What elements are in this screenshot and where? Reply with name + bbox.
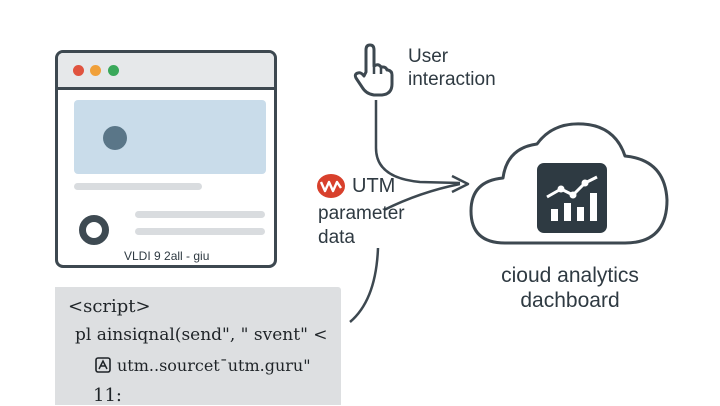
text-line-placeholder (135, 211, 265, 218)
pointing-hand-icon (353, 43, 394, 97)
text-line-placeholder (135, 228, 265, 235)
text-line-placeholder (74, 183, 202, 190)
user-interaction-label-1: User (408, 46, 449, 67)
utm-badge-icon (317, 174, 345, 198)
maximize-dot-icon (108, 65, 119, 76)
minimize-dot-icon (90, 65, 101, 76)
arrow-head-icon (451, 174, 470, 194)
utm-label-1: UTM (352, 175, 396, 197)
code-line-1: <script> (68, 296, 151, 317)
analytics-chart-icon (537, 163, 607, 233)
dashboard-label-1: cioud analytics (501, 264, 639, 287)
code-line-2: pl ainsiqnal(send", " svent" < (75, 325, 328, 345)
utm-label-2: parameter (318, 203, 405, 224)
code-line-4: 11: (93, 385, 122, 406)
code-snippet-box: <script> pl ainsiqnal(send", " svent" < … (55, 287, 341, 406)
browser-footer-text: VLDI 9 2all - giu (124, 249, 210, 263)
utm-label-3: data (318, 227, 355, 248)
hero-image-placeholder (74, 100, 266, 174)
utm-arrow (383, 182, 461, 212)
code-line-3: utm..sourcetˉutm.guru" (117, 356, 311, 375)
interaction-arrow (374, 100, 461, 185)
browser-titlebar (58, 53, 274, 90)
user-interaction-label-2: interaction (408, 69, 496, 90)
ring-icon (79, 215, 109, 245)
hero-circle-icon (103, 126, 127, 150)
code-connector (349, 247, 380, 323)
close-dot-icon (73, 65, 84, 76)
browser-window: VLDI 9 2all - giu (55, 50, 277, 268)
tag-icon (95, 357, 111, 373)
dashboard-label-2: dachboard (520, 289, 620, 312)
